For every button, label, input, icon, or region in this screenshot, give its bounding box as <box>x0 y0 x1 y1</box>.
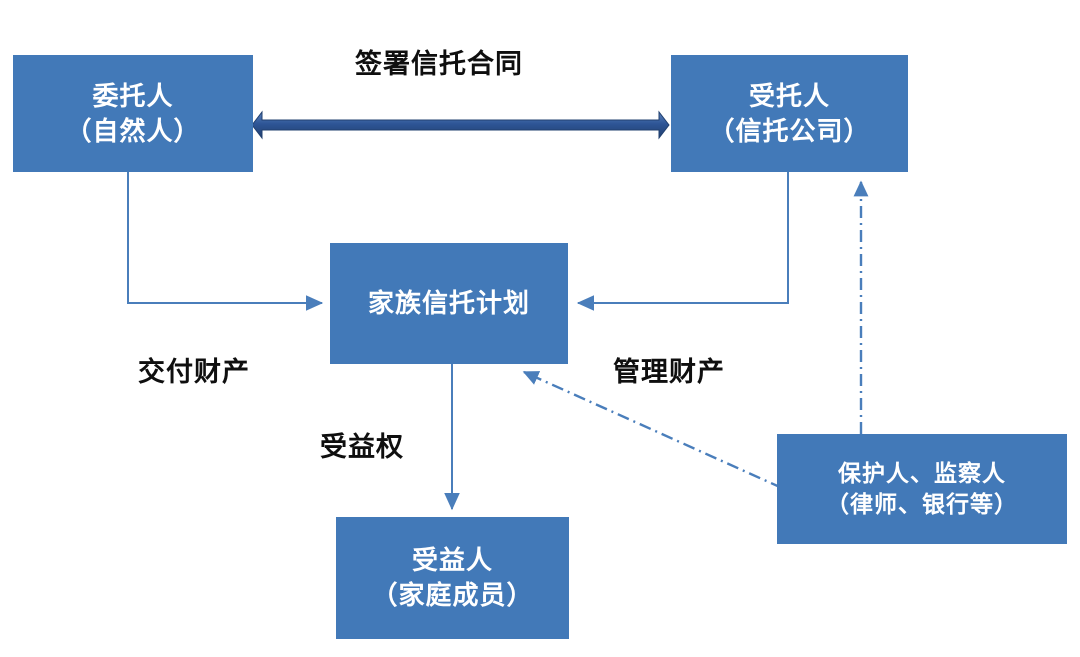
edge-label-deliver-property: 交付财产 <box>138 357 250 387</box>
node-protector-line2: （律师、银行等） <box>826 491 1018 517</box>
connector-supervise-plan <box>522 370 783 490</box>
node-trustee[interactable]: 受托人 （信托公司） <box>671 55 908 172</box>
edge-label-manage-property: 管理财产 <box>613 357 725 387</box>
connector-deliver-property <box>127 172 324 311</box>
node-settlor-line1: 委托人 <box>92 80 174 111</box>
node-beneficiary-line2: （家庭成员） <box>371 580 534 610</box>
connector-sign-contract <box>251 110 670 140</box>
node-beneficiary[interactable]: 受益人 （家庭成员） <box>336 517 569 639</box>
node-family-trust-plan[interactable]: 家族信托计划 <box>330 243 568 364</box>
node-beneficiary-line1: 受益人 <box>411 545 493 576</box>
edge-label-benefit-right: 受益权 <box>320 432 404 462</box>
node-protector-line1: 保护人、监察人 <box>838 460 1006 487</box>
node-trustee-line2: （信托公司） <box>708 115 871 146</box>
node-settlor-line2: （自然人） <box>65 115 201 146</box>
edge-label-sign-contract: 签署信托合同 <box>355 49 523 79</box>
connector-manage-property <box>576 172 789 311</box>
node-settlor[interactable]: 委托人 （自然人） <box>13 55 253 172</box>
node-plan-line1: 家族信托计划 <box>367 288 530 319</box>
node-trustee-line1: 受托人 <box>748 80 830 111</box>
node-protector-supervisor[interactable]: 保护人、监察人 （律师、银行等） <box>777 434 1067 544</box>
